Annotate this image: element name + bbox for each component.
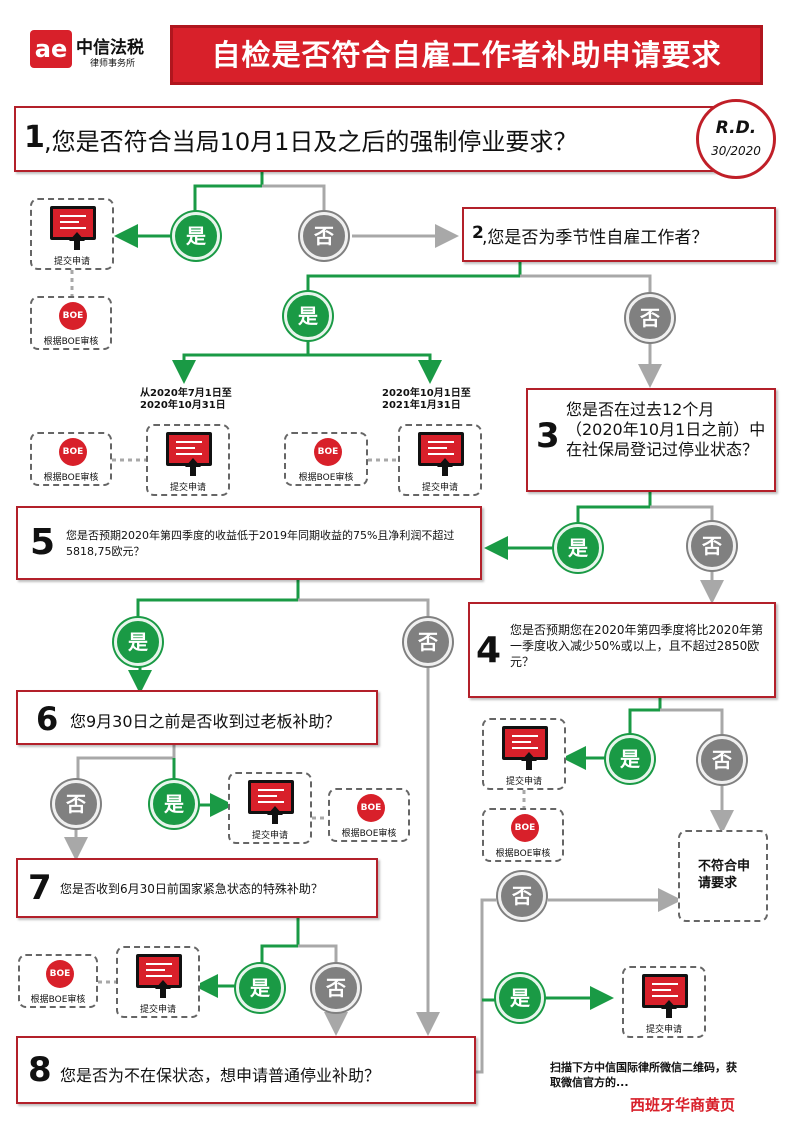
- logo-mark: ae: [30, 30, 72, 68]
- boe-card-label: 根据BOE审核: [30, 995, 86, 1005]
- q4-yes-circle: 是: [606, 735, 654, 783]
- period-2-end: 2021年1月31日: [382, 400, 461, 411]
- submit-card-label: 提交申请: [421, 483, 458, 493]
- boe-card-q1: BOE 根据BOE审核: [30, 296, 112, 350]
- q1-no-circle: 否: [300, 212, 348, 260]
- boe-card-period-2: BOE 根据BOE审核: [284, 432, 368, 486]
- q2-no-circle: 否: [626, 294, 674, 342]
- question-8-box: 8 您是否为不在保状态，想申请普通停业补助？: [16, 1036, 476, 1104]
- period-1-start: 从2020年7月1日至: [140, 388, 232, 399]
- submit-card-q7: 提交申请: [116, 946, 200, 1018]
- question-6-box: 6 您9月30日之前是否收到过老板补助？: [16, 690, 378, 745]
- boe-card-label: 根据BOE审核: [43, 473, 99, 483]
- not-eligible-text: 不符合申请要求: [698, 858, 750, 892]
- boe-seal-icon: BOE: [59, 302, 87, 330]
- submit-card-q8: 提交申请: [622, 966, 706, 1038]
- q7-yes-circle: 是: [236, 964, 284, 1012]
- question-6-text: 您9月30日之前是否收到过老板补助？: [70, 712, 341, 731]
- question-8-number: 8: [28, 1050, 52, 1090]
- boe-card-q7: BOE 根据BOE审核: [18, 954, 98, 1008]
- boe-seal-icon: BOE: [357, 794, 385, 822]
- rd-badge: R.D. 30/2020: [696, 99, 776, 179]
- q4-no-circle: 否: [698, 736, 746, 784]
- question-3-number: 3: [536, 416, 560, 456]
- not-eligible-line-2: 请要求: [698, 876, 738, 891]
- submit-card-period-2: 提交申请: [398, 424, 482, 496]
- q3-yes-circle: 是: [554, 524, 602, 572]
- q1-yes-circle: 是: [172, 212, 220, 260]
- boe-card-q6: BOE 根据BOE审核: [328, 788, 410, 842]
- boe-card-label: 根据BOE审核: [341, 829, 397, 839]
- submit-card-label: 提交申请: [53, 257, 90, 267]
- submit-monitor-icon: [642, 974, 688, 1008]
- submit-monitor-icon: [50, 206, 96, 240]
- brand-watermark: 西班牙华商黄页: [630, 1096, 736, 1114]
- page-title: 自检是否符合自雇工作者补助申请要求: [170, 25, 763, 85]
- not-eligible-card: 不符合申请要求: [678, 830, 768, 922]
- question-7-text: 您是否收到6月30日前国家紧急状态的特殊补助？: [60, 882, 323, 896]
- question-5-box: 5 您是否预期2020年第四季度的收益低于2019年同期收益的75%且净利润不超…: [16, 506, 482, 580]
- boe-seal-icon: BOE: [59, 438, 87, 466]
- not-eligible-line-1: 不符合申: [698, 859, 751, 874]
- question-4-box: 4 您是否预期您在2020年第四季度将比2020年第一季度收入减少50%或以上，…: [468, 602, 776, 698]
- q6-no-circle: 否: [52, 780, 100, 828]
- q5-no-circle: 否: [404, 618, 452, 666]
- logo-name: 中信法税: [76, 38, 144, 58]
- submit-monitor-icon: [166, 432, 212, 466]
- question-4-number: 4: [476, 630, 502, 671]
- submit-card-label: 提交申请: [251, 831, 288, 841]
- submit-card-label: 提交申请: [645, 1025, 682, 1035]
- question-3-box: 3 您是否在过去12个月（2020年10月1日之前）中在社保局登记过停业状态？: [526, 388, 776, 492]
- question-5-number: 5: [30, 522, 56, 563]
- question-5-text: 您是否预期2020年第四季度的收益低于2019年同期收益的75%且净利润不超过5…: [66, 529, 455, 558]
- question-1-text: ,您是否符合当局10月1日及之后的强制停业要求？: [44, 128, 578, 156]
- boe-card-label: 根据BOE审核: [495, 849, 551, 859]
- q8-no-circle: 否: [498, 872, 546, 920]
- question-7-box: 7 您是否收到6月30日前国家紧急状态的特殊补助？: [16, 858, 378, 918]
- period-1-end: 2020年10月31日: [140, 400, 226, 411]
- logo-subtitle: 律师事务所: [90, 59, 136, 69]
- submit-card-q6: 提交申请: [228, 772, 312, 844]
- footer-line-2: 取微信官方的...: [550, 1076, 629, 1089]
- q8-yes-circle: 是: [496, 974, 544, 1022]
- boe-card-period-1: BOE 根据BOE审核: [30, 432, 112, 486]
- submit-card-label: 提交申请: [169, 483, 206, 493]
- question-2-number: 2: [472, 223, 484, 243]
- rd-badge-number: 30/2020: [711, 144, 761, 158]
- boe-seal-icon: BOE: [46, 960, 74, 988]
- q3-no-circle: 否: [688, 522, 736, 570]
- boe-card-label: 根据BOE审核: [298, 473, 354, 483]
- submit-card-label: 提交申请: [505, 777, 542, 787]
- question-4-text: 您是否预期您在2020年第四季度将比2020年第一季度收入减少50%或以上，且不…: [510, 623, 764, 669]
- footer-line-1: 扫描下方中信国际律所微信二维码，获: [550, 1061, 737, 1074]
- footer-note: 扫描下方中信国际律所微信二维码，获 取微信官方的...: [550, 1060, 786, 1090]
- boe-seal-icon: BOE: [314, 438, 342, 466]
- q2-yes-circle: 是: [284, 292, 332, 340]
- question-6-number: 6: [36, 700, 59, 738]
- boe-card-q4: BOE 根据BOE审核: [482, 808, 564, 862]
- boe-card-label: 根据BOE审核: [43, 337, 99, 347]
- question-3-text: 您是否在过去12个月（2020年10月1日之前）中在社保局登记过停业状态？: [566, 400, 766, 459]
- question-2-box: 2 ,您是否为季节性自雇工作者？: [462, 207, 776, 262]
- period-2-start: 2020年10月1日至: [382, 388, 471, 399]
- question-2-text: ,您是否为季节性自雇工作者？: [482, 228, 709, 248]
- question-1-number: 1: [24, 120, 45, 155]
- question-7-number: 7: [28, 868, 52, 908]
- submit-card-label: 提交申请: [139, 1005, 176, 1015]
- submit-card-period-1: 提交申请: [146, 424, 230, 496]
- question-8-text: 您是否为不在保状态，想申请普通停业补助？: [60, 1066, 381, 1085]
- submit-card-q4: 提交申请: [482, 718, 566, 790]
- rd-badge-code: R.D.: [715, 118, 757, 138]
- submit-card-q1: 提交申请: [30, 198, 114, 270]
- q6-yes-circle: 是: [150, 780, 198, 828]
- q5-yes-circle: 是: [114, 618, 162, 666]
- boe-seal-icon: BOE: [511, 814, 539, 842]
- q7-no-circle: 否: [312, 964, 360, 1012]
- question-1-box: 1 ,您是否符合当局10月1日及之后的强制停业要求？: [14, 106, 718, 172]
